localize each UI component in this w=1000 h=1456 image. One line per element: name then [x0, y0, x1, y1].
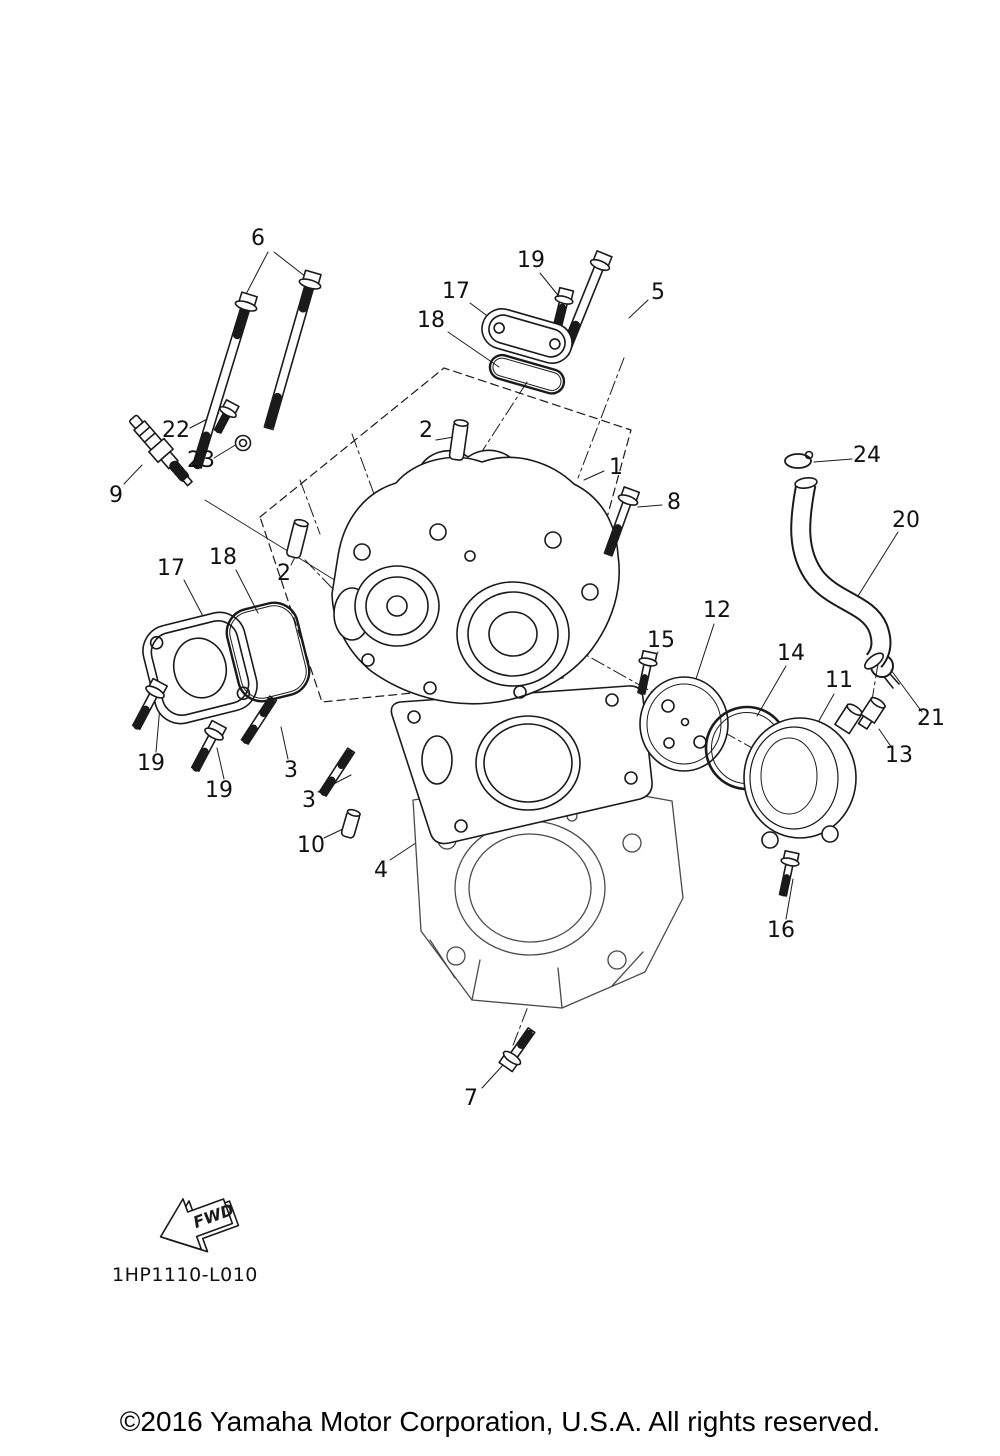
fitting-13 [857, 696, 887, 730]
part-callout-19: 19 [137, 751, 165, 776]
oil-cover-11 [743, 703, 864, 849]
part-callout-7: 7 [464, 1086, 478, 1111]
part-callout-3: 3 [284, 758, 298, 783]
part-callout-1: 1 [609, 455, 623, 480]
washer-23 [234, 434, 252, 452]
stud-3-a [240, 695, 278, 745]
part-callout-10: 10 [297, 833, 325, 858]
part-callout-11: 11 [825, 668, 853, 693]
side-cover-gasket-left [225, 601, 311, 703]
bolt-19-b [190, 719, 228, 772]
breather-hose-20 [790, 477, 892, 670]
stud-3-b [318, 747, 356, 797]
part-callout-2: 2 [277, 561, 291, 586]
part-callout-14: 14 [777, 641, 805, 666]
bolt-7 [498, 1027, 536, 1073]
cylinder-block [412, 779, 684, 1009]
part-callout-17: 17 [157, 556, 185, 581]
part-callout-17: 17 [442, 279, 470, 304]
head-bolt-long-a [191, 291, 258, 470]
dowel-2-left [286, 518, 309, 559]
part-callout-24: 24 [853, 443, 881, 468]
part-callout-21: 21 [917, 706, 945, 731]
part-callout-8: 8 [667, 490, 681, 515]
bolt-16 [778, 849, 800, 897]
part-callout-4: 4 [374, 858, 388, 883]
diagram-code: 1HP1110-L010 [112, 1264, 258, 1286]
part-callout-9: 9 [109, 483, 123, 508]
cover-screw-19-top [552, 286, 575, 330]
part-callout-20: 20 [892, 508, 920, 533]
part-callout-5: 5 [651, 280, 665, 305]
clip-24 [784, 450, 814, 469]
part-callout-22: 22 [162, 418, 190, 443]
cylinder-head [331, 449, 620, 705]
part-callout-16: 16 [767, 918, 795, 943]
part-callout-23: 23 [187, 448, 215, 473]
copyright-text: ©2016 Yamaha Motor Corporation, U.S.A. A… [119, 1406, 881, 1437]
part-callout-6: 6 [251, 226, 265, 251]
bolt-15 [637, 649, 658, 695]
breather-cover [481, 308, 573, 364]
part-callout-15: 15 [647, 628, 675, 653]
bolt-19-a [131, 677, 169, 730]
dowel-10 [340, 808, 361, 839]
bolt-22 [213, 399, 240, 434]
spark-plug [128, 414, 193, 487]
dowel-2-top [448, 419, 469, 461]
part-callout-3: 3 [302, 788, 316, 813]
part-callout-12: 12 [703, 598, 731, 623]
bolt-8 [603, 486, 641, 557]
part-callout-13: 13 [885, 743, 913, 768]
head-gasket [390, 685, 653, 845]
breather-cover-gasket [488, 353, 566, 395]
part-callout-2: 2 [419, 418, 433, 443]
part-callout-18: 18 [209, 545, 237, 570]
head-bolt-long-b [263, 269, 322, 431]
part-callout-18: 18 [417, 308, 445, 333]
part-callout-19: 19 [517, 248, 545, 273]
part-callout-19: 19 [205, 778, 233, 803]
